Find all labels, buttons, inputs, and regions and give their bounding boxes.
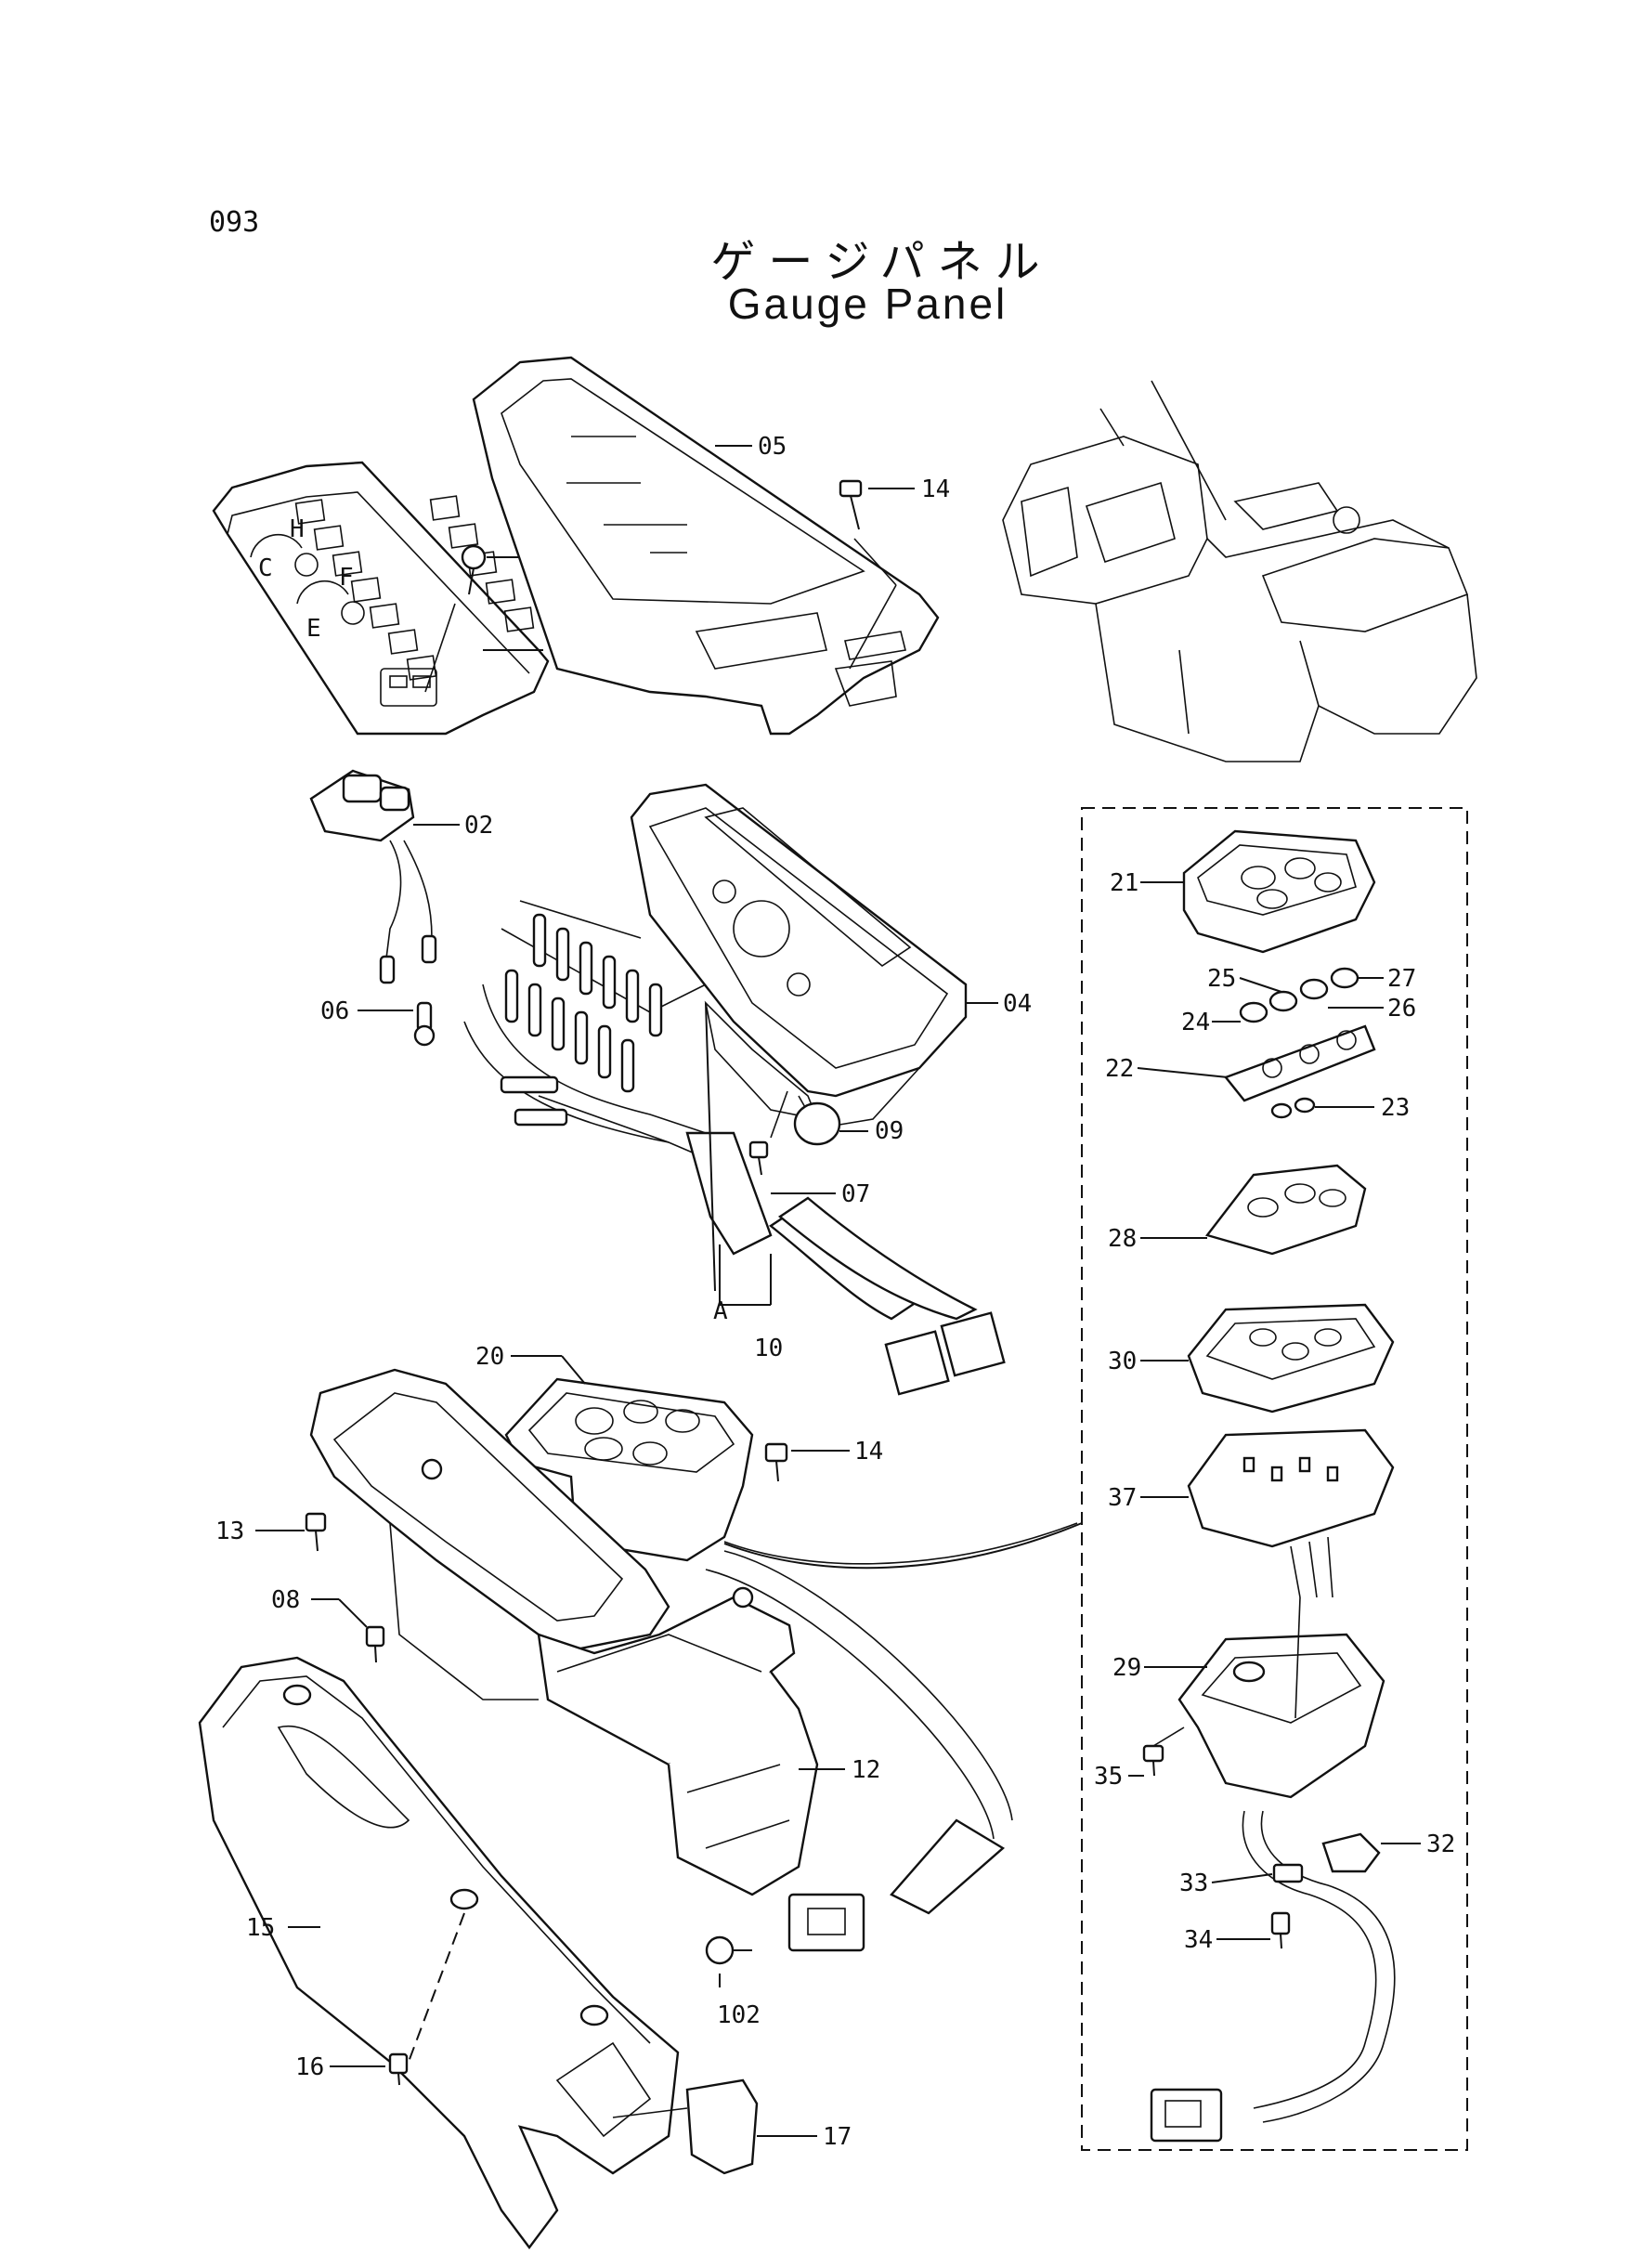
part-14-screw-top	[839, 479, 897, 670]
callout-12: 12	[852, 1756, 880, 1784]
callout-02: 02	[464, 812, 493, 840]
part-17-cover-cap	[612, 2078, 759, 2175]
part-13-screw	[305, 1512, 327, 1552]
part-30-switch-plate	[1187, 1303, 1395, 1414]
part-15-console-cover	[198, 1656, 680, 2249]
callout-14-middle: 14	[854, 1438, 883, 1466]
callout-30: 30	[1108, 1348, 1137, 1375]
part-28-rubber-pad	[1204, 1164, 1367, 1256]
part-06-screw	[413, 1001, 436, 1047]
callout-15: 15	[246, 1914, 275, 1942]
part-07-screw	[748, 1090, 788, 1176]
title-english: Gauge Panel	[727, 280, 1008, 328]
part-02-switch-assembly	[309, 769, 437, 984]
part-14-screw-middle	[764, 1442, 788, 1482]
callout-33: 33	[1179, 1870, 1208, 1897]
callout-16: 16	[295, 2053, 324, 2081]
callout-10: 10	[754, 1335, 783, 1362]
callout-26: 26	[1387, 995, 1416, 1023]
part-03-screw	[424, 544, 487, 693]
callout-07: 07	[841, 1180, 870, 1208]
callout-35: 35	[1094, 1763, 1123, 1791]
part-21-switch-cover	[1182, 829, 1376, 954]
part-10-wire-harness	[463, 900, 1006, 1396]
gauge-mark-e: E	[306, 615, 321, 643]
callout-37: 37	[1108, 1484, 1137, 1512]
callout-22: 22	[1105, 1055, 1134, 1083]
title-japanese: ゲージパネル	[710, 236, 1053, 288]
callout-23: 23	[1381, 1094, 1410, 1122]
part-16-screw	[388, 2052, 409, 2086]
gauge-mark-c: C	[258, 554, 273, 582]
part-32-clip	[1321, 1832, 1381, 1873]
part-102-bolt	[705, 1935, 752, 1987]
callout-17: 17	[823, 2123, 852, 2151]
callout-21: 21	[1110, 869, 1138, 897]
lower-harness-connector	[705, 1550, 1013, 1952]
reference-a: A	[713, 1297, 728, 1325]
part-35-screw	[1142, 1726, 1185, 1777]
page-number: 093	[209, 206, 260, 239]
callout-05: 05	[758, 433, 787, 461]
callout-06: 06	[320, 997, 349, 1025]
part-29-switch-housing	[1177, 1596, 1385, 1799]
part-09-plug	[793, 1101, 868, 1146]
callout-34: 34	[1184, 1926, 1213, 1954]
part-05-cover-frame	[472, 356, 940, 736]
callout-32: 32	[1426, 1831, 1455, 1858]
part-12-console-bracket	[309, 1368, 819, 1896]
part-37-switch-module	[1187, 1428, 1395, 1598]
callout-13: 13	[215, 1518, 244, 1545]
callout-14-top: 14	[921, 476, 950, 503]
callout-25: 25	[1207, 965, 1236, 993]
callout-09: 09	[875, 1117, 904, 1145]
part-22-circuit-board	[1224, 1024, 1376, 1102]
callout-29: 29	[1112, 1654, 1141, 1682]
callout-102: 102	[717, 2001, 761, 2029]
part-34-screw	[1270, 1911, 1291, 1949]
callout-04: 04	[1003, 990, 1032, 1018]
part-23-small-caps	[1270, 1097, 1316, 1119]
callout-28: 28	[1108, 1225, 1137, 1253]
part-01-gauge-face-panel: H C F E	[212, 461, 550, 736]
gauge-mark-h: H	[290, 515, 305, 543]
part-33-harness-clamp	[1150, 1810, 1396, 2143]
part-08-screw	[365, 1625, 385, 1663]
parts-24-27-caps	[1239, 967, 1359, 1023]
machine-overview-illustration	[1002, 380, 1477, 762]
part-20-switch-box	[504, 1377, 1083, 1570]
callout-27: 27	[1387, 965, 1416, 993]
part-04-gauge-case	[630, 783, 968, 1129]
callout-24: 24	[1181, 1009, 1210, 1036]
callout-20: 20	[475, 1343, 504, 1371]
gauge-mark-f: F	[339, 564, 354, 592]
callout-08: 08	[271, 1586, 300, 1614]
detail-box-outline	[1081, 807, 1468, 2151]
